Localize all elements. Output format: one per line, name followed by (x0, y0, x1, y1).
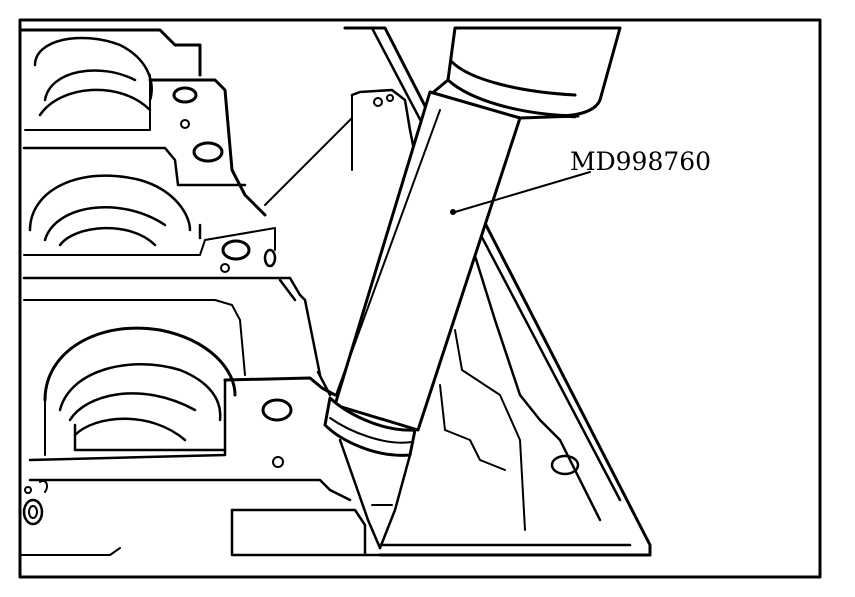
bolt-hole-right (550, 454, 580, 476)
callout-leader-line (454, 171, 591, 213)
bolt-hole-2 (192, 141, 224, 163)
camshaft-bearings (20, 28, 382, 557)
callout-anchor-dot (450, 209, 456, 215)
special-tool-md998760 (316, 26, 622, 550)
reference-pointer-line (264, 117, 353, 206)
housing-body (343, 26, 652, 557)
bolt-hole-3 (221, 239, 251, 261)
bolt-hole-5 (22, 498, 44, 526)
bolt-hole-1 (172, 86, 198, 104)
bolt-hole-4 (261, 398, 293, 422)
tool-part-number-label: MD998760 (570, 147, 711, 176)
figure-frame (18, 18, 822, 579)
